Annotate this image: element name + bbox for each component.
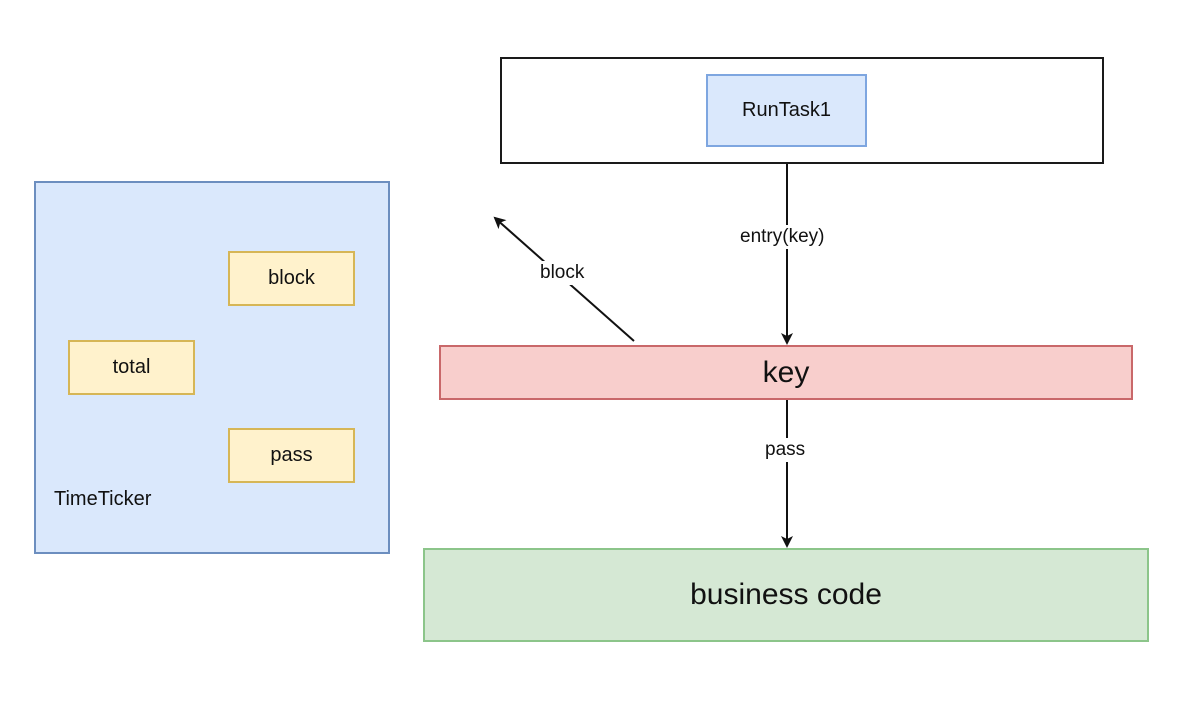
total-metric-node: total bbox=[68, 340, 195, 395]
runtask-label: RunTask1 bbox=[742, 99, 831, 121]
time-ticker-label: TimeTicker bbox=[54, 488, 152, 510]
pass-metric-node: pass bbox=[228, 428, 355, 483]
entry-edge-label: entry(key) bbox=[738, 225, 827, 249]
pass-metric-label: pass bbox=[270, 444, 313, 466]
business-code-node: business code bbox=[423, 548, 1149, 642]
total-metric-label: total bbox=[112, 356, 151, 378]
key-node: key bbox=[439, 345, 1133, 400]
pass-edge-label: pass bbox=[763, 438, 808, 462]
business-code-label: business code bbox=[690, 578, 882, 611]
key-label: key bbox=[762, 355, 810, 389]
runtask-node: RunTask1 bbox=[706, 74, 867, 147]
block-edge-label: block bbox=[538, 261, 587, 285]
block-metric-label: block bbox=[268, 267, 315, 289]
block-metric-node: block bbox=[228, 251, 355, 306]
